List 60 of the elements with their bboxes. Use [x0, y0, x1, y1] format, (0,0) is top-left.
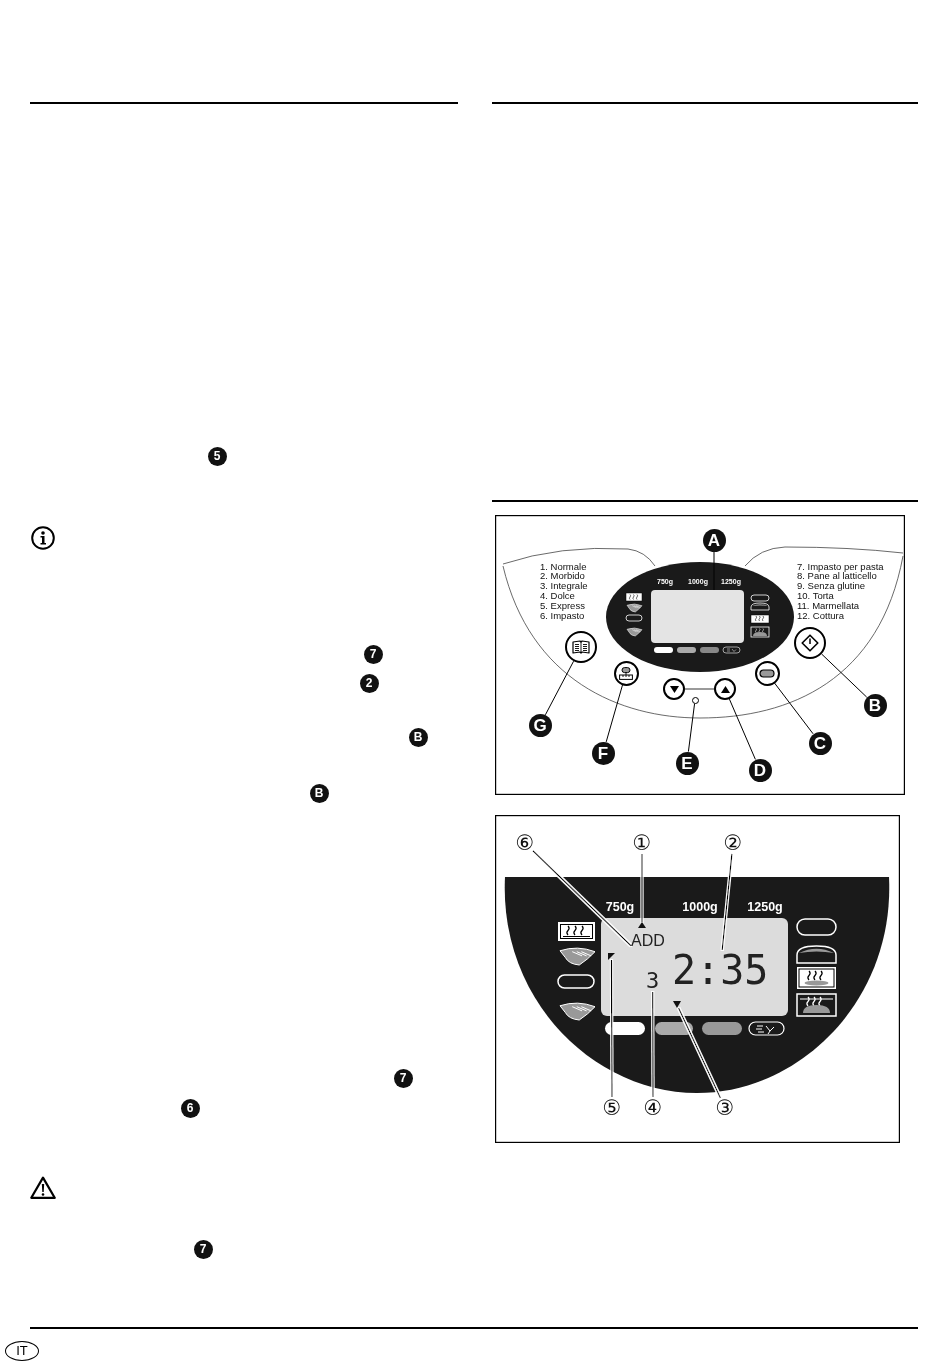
callout-number: ① [631, 832, 653, 854]
lcd-text: ADD [631, 933, 665, 949]
book-button [565, 631, 597, 663]
program-list-item: 1. Normale [540, 561, 587, 572]
leader-line [610, 959, 613, 1098]
reference-number: B [309, 783, 329, 803]
leader-line [728, 698, 756, 760]
program-list-item: 6. Impasto [540, 611, 585, 621]
program-list-item: 3. Integrale [540, 581, 588, 592]
reference-number: 5 [207, 446, 227, 466]
up-button [714, 678, 736, 700]
callout-number: ③ [714, 1097, 736, 1119]
reference-number: 7 [193, 1239, 213, 1259]
callout-number: ④ [642, 1097, 664, 1119]
start-button [794, 627, 826, 659]
callout-letter: F [591, 741, 615, 765]
callout-number: ⑤ [601, 1097, 623, 1119]
program-list-item: 9. Senza glutine [797, 581, 866, 592]
round-button [613, 660, 639, 686]
program-list-item: 8. Pane al latticello [797, 571, 877, 582]
triangle-icon [608, 953, 615, 960]
weight-label: 1000g [682, 900, 718, 914]
leader-line [721, 853, 733, 951]
leader-line [544, 660, 575, 716]
leader-line [641, 853, 643, 923]
callout-letter: E [675, 751, 699, 775]
leader-line [684, 688, 715, 690]
program-list-item: 2. Morbido [540, 571, 585, 582]
round-button [754, 660, 780, 686]
leader-line [605, 684, 623, 743]
digit-readout: 3 [646, 970, 660, 992]
callout-letter: G [528, 713, 552, 737]
reference-number: 7 [363, 644, 383, 664]
callout-letter: B [863, 693, 887, 717]
triangle-icon [638, 922, 646, 928]
time-readout: 2:35 [672, 950, 769, 990]
callout-letter: C [808, 731, 832, 755]
leader-line [821, 653, 868, 698]
weight-label: 750g [605, 900, 635, 914]
leader-line [532, 850, 632, 947]
program-list-item: 11. Marmellata [797, 601, 860, 612]
program-list-item: 4. Dolce [540, 591, 575, 602]
program-list-item: 5. Express [540, 601, 585, 612]
callout-letter: D [748, 758, 772, 782]
down-button [663, 678, 685, 700]
reference-number: B [408, 727, 428, 747]
callout-number: ⑥ [514, 832, 536, 854]
leader-line [687, 703, 696, 753]
program-list-item: 10. Torta [797, 591, 834, 602]
ring-icon [691, 696, 699, 704]
leader-line [713, 551, 715, 591]
triangle-icon [673, 1001, 681, 1008]
leader-line [774, 682, 814, 735]
program-list-item: 7. Impasto per pasta [797, 561, 884, 572]
reference-number: 2 [359, 673, 379, 693]
reference-number: 7 [393, 1068, 413, 1088]
reference-number: 6 [180, 1098, 200, 1118]
callout-letter: A [702, 528, 726, 552]
weight-label: 1250g [747, 900, 783, 914]
callout-number: ② [722, 832, 744, 854]
